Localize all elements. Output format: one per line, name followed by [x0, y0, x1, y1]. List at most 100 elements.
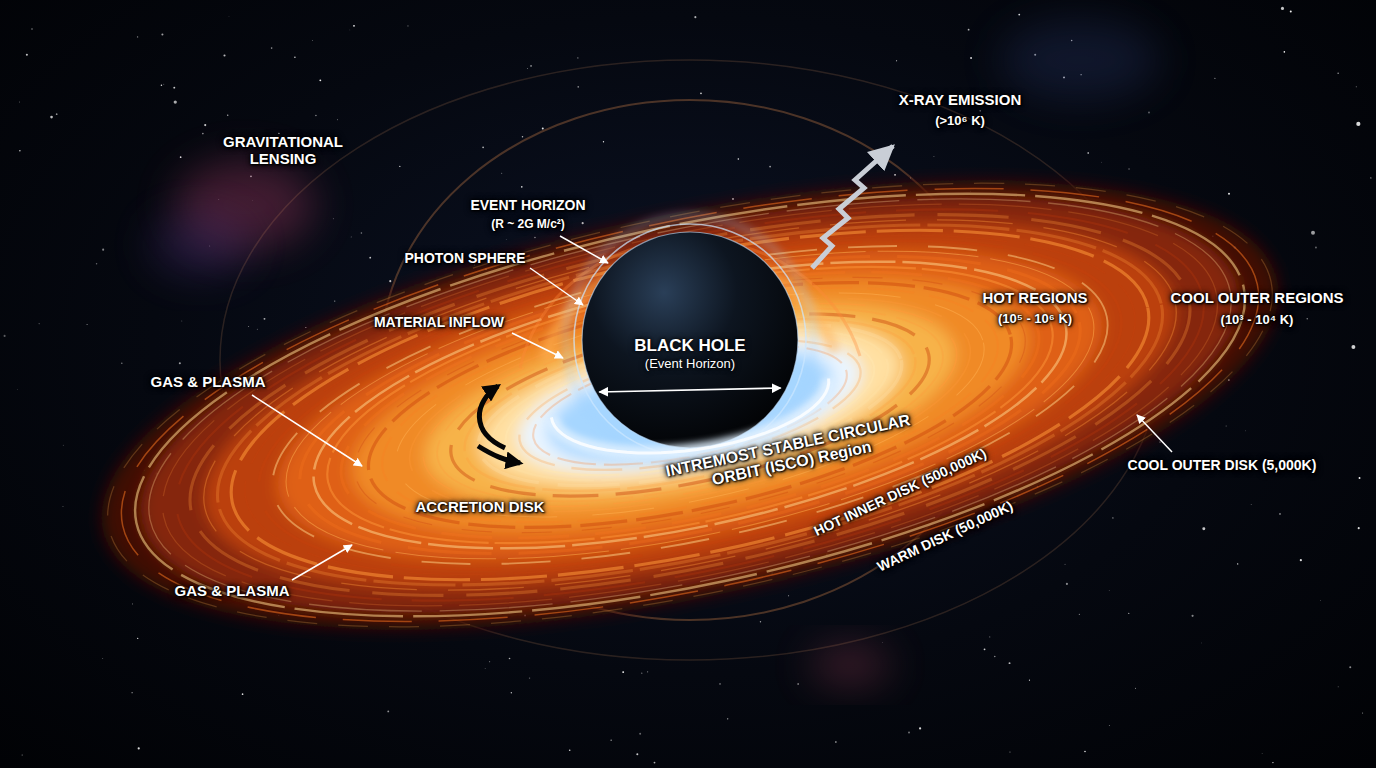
star — [1018, 14, 1020, 16]
leader-line — [560, 236, 608, 263]
star — [1306, 318, 1308, 320]
star — [1109, 725, 1110, 726]
star — [399, 166, 400, 167]
annotation-label: EVENT HORIZON — [470, 197, 585, 213]
star — [797, 683, 799, 685]
nebula — [810, 647, 890, 683]
star — [19, 101, 21, 103]
x-ray-arrow — [812, 146, 893, 268]
star — [1237, 563, 1238, 564]
star — [137, 638, 138, 639]
star — [1362, 712, 1363, 713]
disk-streak — [143, 134, 1237, 677]
star — [788, 595, 789, 596]
annotation-label: GAS & PLASMA — [174, 582, 289, 599]
star — [1300, 559, 1302, 561]
star — [21, 754, 23, 756]
star — [542, 128, 544, 130]
star — [760, 621, 761, 622]
disk-streak — [289, 206, 1091, 604]
star — [1064, 564, 1065, 565]
star — [1279, 513, 1281, 515]
leader-line — [292, 545, 352, 580]
star — [994, 656, 995, 657]
star — [173, 87, 175, 89]
star — [102, 249, 104, 251]
star — [248, 326, 250, 328]
annotation-label: COOL OUTER DISK (5,000K) — [1128, 457, 1317, 473]
star — [1359, 477, 1361, 479]
annotation-label: (R ~ 2G M/c²) — [491, 218, 565, 232]
star — [181, 320, 183, 322]
star — [332, 218, 334, 220]
star — [161, 33, 163, 35]
star — [1356, 86, 1357, 87]
disk-streak — [187, 155, 1193, 654]
star — [529, 677, 530, 678]
annotation-label: (10⁵ - 10⁶ K) — [998, 312, 1072, 327]
star — [984, 648, 986, 650]
photon-sphere-ring — [574, 224, 806, 456]
star — [521, 186, 523, 188]
star — [180, 156, 182, 158]
star — [908, 732, 910, 734]
star — [228, 16, 230, 18]
disk-streak — [158, 141, 1223, 669]
rotation-arrow — [479, 386, 505, 448]
star — [353, 25, 355, 27]
star — [1315, 247, 1317, 249]
star — [179, 362, 181, 364]
star — [611, 740, 612, 741]
star — [882, 642, 884, 644]
star — [337, 119, 339, 121]
star — [102, 657, 104, 659]
star — [96, 263, 97, 264]
star — [256, 328, 258, 330]
star — [319, 79, 321, 81]
star — [1284, 51, 1286, 53]
disk-layer — [64, 94, 1317, 715]
annotation-label: GRAVITATIONAL LENSING — [201, 133, 366, 168]
leader-line — [530, 268, 583, 305]
star — [369, 257, 371, 259]
star — [989, 636, 990, 637]
annotation-label: (>10⁶ K) — [935, 114, 985, 129]
star — [315, 115, 317, 117]
star — [1250, 504, 1252, 506]
star — [38, 323, 40, 325]
star — [1311, 231, 1315, 235]
star — [603, 141, 604, 142]
star — [933, 156, 935, 158]
star — [1128, 168, 1130, 170]
star — [334, 300, 335, 301]
annotation-label: COOL OUTER REGIONS — [1170, 289, 1343, 306]
star — [1101, 161, 1103, 163]
disk-streak — [70, 97, 1310, 712]
node-title: BLACK HOLE — [582, 336, 798, 356]
accretion-disk — [64, 94, 1317, 715]
star — [511, 692, 512, 693]
annotation-label: ACCRETION DISK — [415, 498, 544, 515]
star — [647, 671, 648, 672]
star — [1261, 753, 1263, 755]
disk-streaks — [70, 97, 1310, 712]
star — [350, 236, 352, 238]
star — [1349, 666, 1351, 668]
rotation-arrow — [478, 446, 520, 463]
star — [732, 198, 734, 200]
star — [639, 733, 641, 735]
star — [534, 237, 536, 239]
star — [769, 166, 771, 168]
disk-streak — [114, 119, 1267, 691]
star — [242, 693, 244, 695]
star — [387, 711, 389, 713]
star — [1009, 662, 1011, 664]
star — [271, 47, 273, 49]
star — [62, 444, 64, 446]
star — [121, 363, 123, 365]
annotation-label: PHOTON SPHERE — [404, 250, 525, 266]
star — [1108, 590, 1110, 592]
diameter-arrow — [599, 388, 780, 392]
star — [132, 603, 134, 605]
